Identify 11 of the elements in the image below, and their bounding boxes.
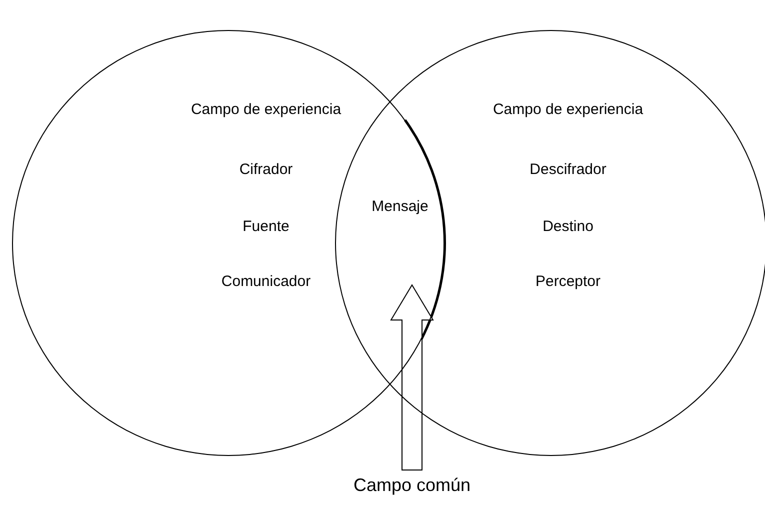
overlap-label: Mensaje bbox=[372, 197, 428, 217]
ellipse-label: Comunicador bbox=[221, 272, 311, 292]
ellipse-label: Destino bbox=[542, 217, 594, 237]
caption-label: Campo común bbox=[353, 474, 471, 497]
ellipse-label: Campo de experiencia bbox=[492, 100, 644, 120]
block-arrow bbox=[390, 284, 434, 470]
ellipse-label: Campo de experiencia bbox=[190, 100, 342, 120]
ellipse-label: Fuente bbox=[242, 217, 290, 237]
ellipse-label: Cifrador bbox=[239, 160, 293, 180]
ellipse-label: Perceptor bbox=[535, 272, 601, 292]
ellipse-label: Descifrador bbox=[530, 160, 606, 180]
